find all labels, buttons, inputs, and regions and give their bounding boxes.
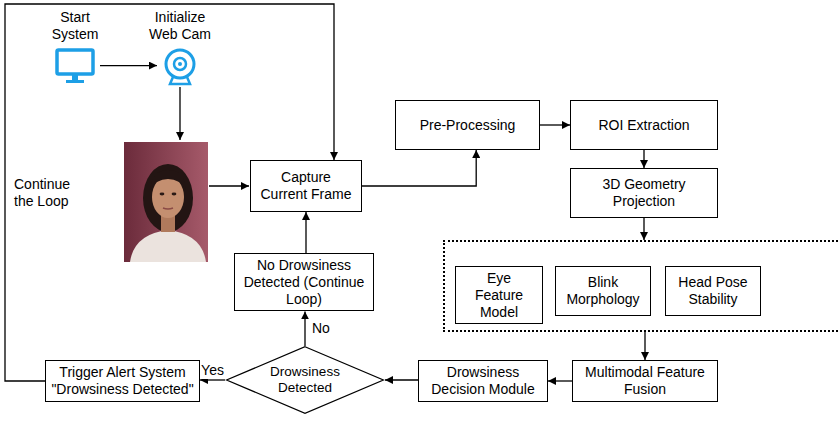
node-text: Drowsiness Decision Module bbox=[424, 364, 542, 398]
face bbox=[152, 176, 184, 218]
decision-diamond: Drowsiness Detected bbox=[225, 346, 385, 414]
monitor-neck bbox=[72, 75, 78, 80]
flow-arrow bbox=[304, 311, 305, 346]
flow-arrow bbox=[362, 150, 476, 186]
node-text: Multimodal Feature Fusion bbox=[578, 364, 712, 398]
monitor-screen bbox=[57, 50, 93, 74]
flow-arrow bbox=[200, 379, 225, 380]
edge-label: Continue the Loop bbox=[13, 176, 87, 210]
icon-holder bbox=[54, 47, 96, 85]
icon-caption: Initialize Web Cam bbox=[146, 9, 214, 43]
flow-arrow bbox=[644, 332, 645, 360]
flow-arrow bbox=[100, 65, 157, 66]
webcam-stand bbox=[170, 77, 190, 84]
process-box: 3D Geometry Projection bbox=[570, 168, 718, 218]
node-text: Pre-Processing bbox=[420, 117, 516, 134]
icon-holder bbox=[161, 47, 199, 87]
webcam-icon bbox=[161, 47, 199, 87]
webcam-lens bbox=[174, 58, 186, 70]
process-box: Pre-Processing bbox=[395, 100, 540, 150]
feature-box: Eye Feature Model bbox=[455, 266, 543, 324]
diamond-shape bbox=[227, 347, 384, 414]
flow-arrow bbox=[643, 150, 644, 168]
process-box: Capture Current Frame bbox=[250, 160, 362, 212]
feature-box: Head Pose Stability bbox=[665, 266, 761, 316]
edge-label: No bbox=[311, 320, 331, 337]
node-text: Head Pose Stability bbox=[671, 274, 755, 308]
flow-arrow bbox=[548, 380, 572, 381]
monitor-icon bbox=[54, 47, 96, 85]
node-text: Drowsiness Detected bbox=[262, 364, 348, 396]
shirt bbox=[130, 230, 206, 262]
process-box: Multimodal Feature Fusion bbox=[572, 360, 718, 402]
flow-arrow bbox=[643, 218, 644, 240]
mouth bbox=[163, 208, 173, 209]
edge-label: Yes bbox=[200, 362, 225, 379]
webcam-pupil bbox=[178, 62, 182, 66]
eye bbox=[172, 193, 177, 196]
flow-arrow bbox=[540, 124, 570, 125]
photo-background bbox=[124, 142, 208, 262]
webcam-icon-node: Initialize Web Cam bbox=[146, 9, 214, 87]
process-box: Drowsiness Decision Module bbox=[418, 360, 548, 402]
node-text: Capture Current Frame bbox=[256, 169, 356, 203]
flow-arrow bbox=[305, 212, 306, 253]
flow-arrow bbox=[385, 379, 418, 380]
hair-top bbox=[150, 170, 186, 190]
node-text: 3D Geometry Projection bbox=[576, 176, 712, 210]
node-text: ROI Extraction bbox=[598, 117, 689, 134]
node-text: Eye Feature Model bbox=[461, 270, 537, 320]
node-text: Trigger Alert System "Drowsiness Detecte… bbox=[51, 364, 194, 398]
camera-to-photo-arrow bbox=[179, 87, 180, 140]
eye bbox=[160, 193, 165, 196]
feature-box: Blink Morphology bbox=[555, 266, 651, 316]
photo-to-capture-arrow bbox=[209, 185, 249, 186]
process-box: ROI Extraction bbox=[570, 100, 718, 150]
start-icon-node: Start System bbox=[44, 9, 106, 85]
monitor-foot bbox=[66, 80, 84, 83]
node-text: No Drowsiness Detected (Continue Loop) bbox=[240, 257, 368, 307]
alert-box: Trigger Alert System "Drowsiness Detecte… bbox=[45, 360, 200, 402]
webcam-photo bbox=[124, 142, 208, 262]
process-box: No Drowsiness Detected (Continue Loop) bbox=[234, 253, 374, 311]
node-text: Blink Morphology bbox=[561, 274, 645, 308]
icon-caption: Start System bbox=[44, 9, 106, 43]
hair bbox=[143, 164, 193, 232]
webcam-body bbox=[166, 50, 194, 78]
feature-region: Eye Feature Model Blink Morphology Head Po… bbox=[443, 240, 838, 332]
